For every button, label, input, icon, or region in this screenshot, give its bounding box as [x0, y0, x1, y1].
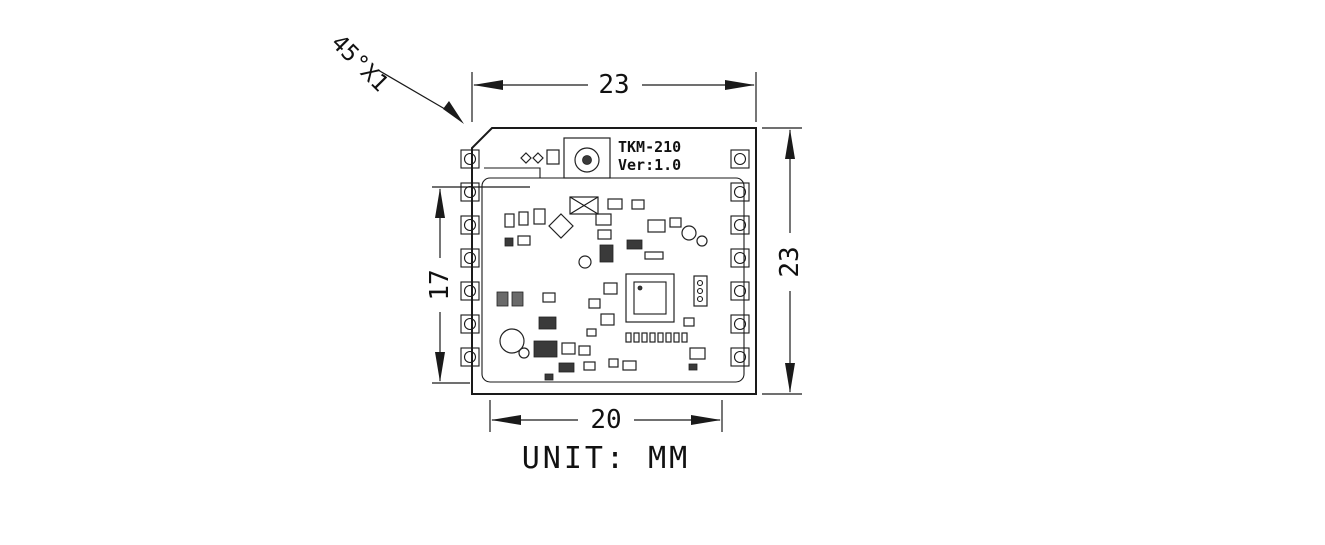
dimension-top-width: 23 [471, 70, 757, 122]
dimension-left-inner: 17 [425, 186, 530, 384]
dim-bottom-width-value: 20 [590, 405, 621, 435]
rf-connector [563, 137, 611, 179]
dim-left-inner-value: 17 [425, 269, 455, 300]
pcb-inner-notch [484, 167, 541, 178]
module-body [471, 127, 757, 395]
dim-top-width-value: 23 [598, 70, 629, 100]
dimension-bottom-width: 20 [489, 400, 723, 435]
dimension-right-height: 23 [762, 127, 805, 395]
castellated-pads-right [730, 149, 750, 367]
module-version-label: Ver:1.0 [618, 156, 681, 174]
dim-right-height-value: 23 [775, 246, 805, 277]
castellated-pads-left [460, 149, 480, 367]
pcb-components [496, 149, 708, 381]
unit-note-text: UNIT: MM [522, 441, 691, 476]
module-name-label: TKM-210 [618, 138, 681, 156]
pcb-inner-outline [481, 177, 745, 383]
chamfer-callout: 45°X1 [326, 30, 464, 124]
module-outline [471, 127, 757, 395]
chamfer-note-text: 45°X1 [326, 30, 393, 97]
